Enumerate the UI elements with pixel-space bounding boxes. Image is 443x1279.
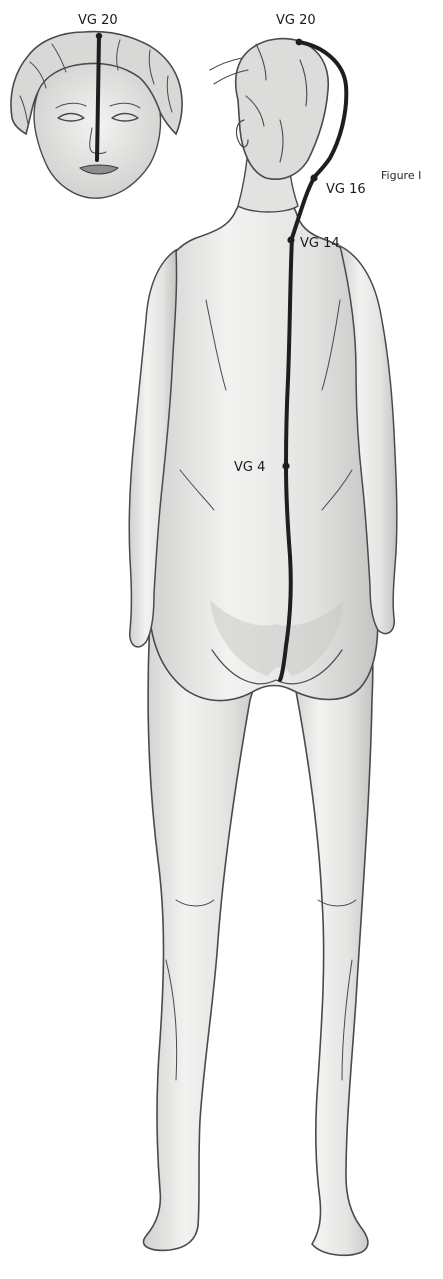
vg14-label: VG 14 [300, 236, 340, 251]
head-front-inset: VG 20 [11, 13, 182, 198]
vg16-label: VG 16 [326, 182, 366, 197]
figure-caption: Figure I [381, 169, 421, 182]
head-back [236, 39, 329, 180]
vg4-point [282, 462, 289, 469]
vg20-label: VG 20 [276, 13, 316, 28]
head-vg20-label: VG 20 [78, 13, 118, 28]
vg14-point [287, 236, 294, 243]
leg-left [143, 620, 262, 1250]
vg16-point [310, 174, 317, 181]
head-meridian-line [97, 36, 99, 160]
body-back-view [129, 39, 397, 1256]
head-vg20-point [96, 33, 102, 39]
leg-right [290, 610, 373, 1255]
vg20-point [296, 39, 303, 46]
vg4-label: VG 4 [234, 460, 265, 475]
